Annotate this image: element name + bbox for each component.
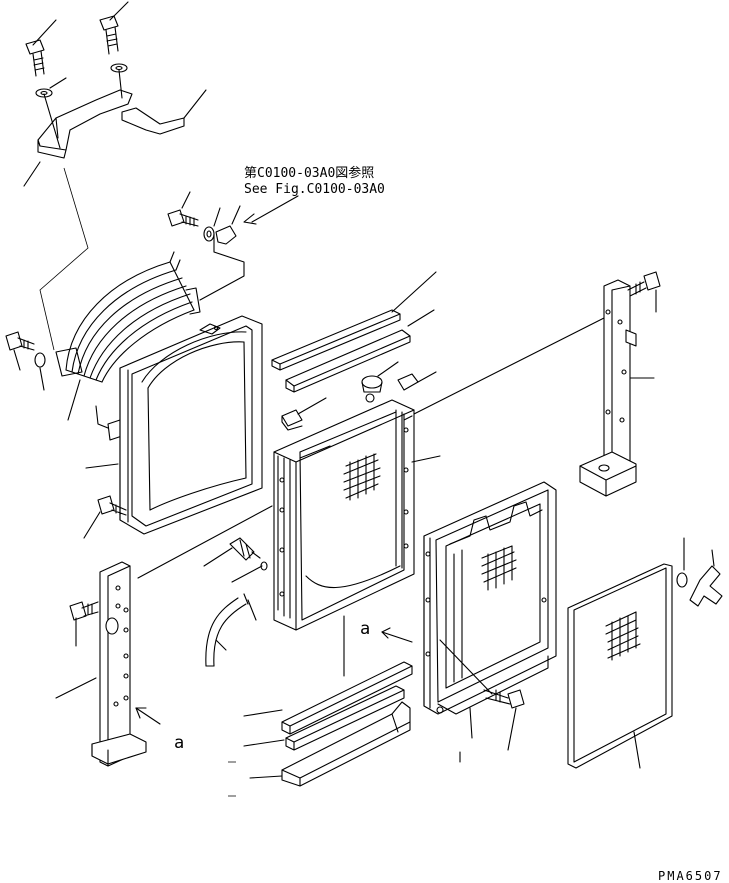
bolt-top-center <box>99 1 129 55</box>
bolt-left-guard <box>5 331 81 421</box>
upper-bracket <box>23 69 133 187</box>
upper-seal-strip <box>271 271 437 371</box>
tick-marks <box>228 761 236 797</box>
guard-clip <box>95 405 109 429</box>
bolt-oil-cooler <box>439 639 525 751</box>
bolt-top-left <box>25 19 57 77</box>
right-stay <box>579 279 655 497</box>
drain-hose <box>205 593 257 667</box>
fan-shroud <box>85 315 263 535</box>
lower-seal-strip-2 <box>243 685 405 751</box>
callout-a-center: a <box>360 619 413 643</box>
dust-net <box>567 563 673 769</box>
radiator-core <box>273 317 605 631</box>
bolt-shroud-bottom <box>83 495 127 539</box>
drawing-code: PMA6507 <box>658 869 723 883</box>
wing-nut-set <box>676 537 723 607</box>
oil-cooler-frame <box>423 481 557 763</box>
reference-leader <box>251 195 299 223</box>
callout-a-left: a <box>135 707 184 753</box>
upper-seal-strip-2 <box>285 309 435 393</box>
callout-a-lower-label: a <box>174 733 184 753</box>
rubber-pad-left <box>281 397 327 431</box>
reference-note-english: See Fig.C0100-03A0 <box>244 182 385 197</box>
lower-seal-strip <box>243 661 413 735</box>
reference-arrow-head <box>243 213 257 225</box>
radiator-cap <box>361 361 399 393</box>
left-stay <box>55 561 147 767</box>
leader-bracket-to-guard <box>39 167 89 351</box>
bolt-clip-mount <box>167 191 241 245</box>
drain-valve <box>203 537 268 583</box>
bottom-cover <box>249 701 411 787</box>
leader-left-stay <box>137 505 273 579</box>
rubber-pad-right <box>397 371 437 391</box>
reference-note-japanese: 第C0100-03A0図参照 <box>244 165 374 181</box>
bolt-left-stay <box>69 601 119 647</box>
callout-a-upper-label: a <box>360 619 370 639</box>
fan-guard-mesh <box>55 233 245 383</box>
small-clip-bracket <box>121 89 207 135</box>
bolt-right-stay <box>627 271 661 313</box>
washer-top-left <box>35 77 67 98</box>
